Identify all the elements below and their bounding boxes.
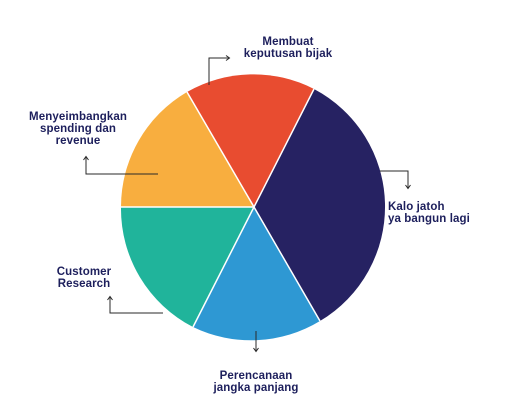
slice-perencanaan bbox=[193, 207, 320, 341]
label-customer-research: Customer Research bbox=[56, 266, 112, 290]
label-perencanaan: Perencanaan jangka panjang bbox=[213, 370, 299, 394]
connector-membuat-keputusan bbox=[208, 57, 229, 85]
label-membuat-keputusan: Membuat keputusan bijak bbox=[243, 36, 333, 60]
connector-menyeimbangkan bbox=[85, 157, 158, 175]
slice-membuat-keputusan bbox=[187, 74, 314, 208]
connector-membuat-keputusan-arrow bbox=[225, 55, 231, 61]
slice-customer-research bbox=[120, 207, 254, 327]
slice-menyeimbangkan bbox=[120, 92, 254, 207]
connector-customer-research bbox=[109, 297, 163, 314]
connector-perencanaan-arrow bbox=[253, 347, 259, 353]
connector-kalo-jatoh bbox=[380, 170, 409, 188]
slice-separators bbox=[121, 88, 321, 328]
label-kalo-jatoh: Kalo jatoh ya bangun lagi bbox=[388, 201, 470, 225]
connector-customer-research-arrow bbox=[107, 295, 113, 301]
connector-kalo-jatoh-arrow bbox=[405, 184, 411, 190]
connector-menyeimbangkan-arrow bbox=[83, 155, 89, 161]
connectors bbox=[83, 55, 411, 353]
label-menyeimbangkan: Menyeimbangkan spending dan revenue bbox=[29, 111, 127, 147]
